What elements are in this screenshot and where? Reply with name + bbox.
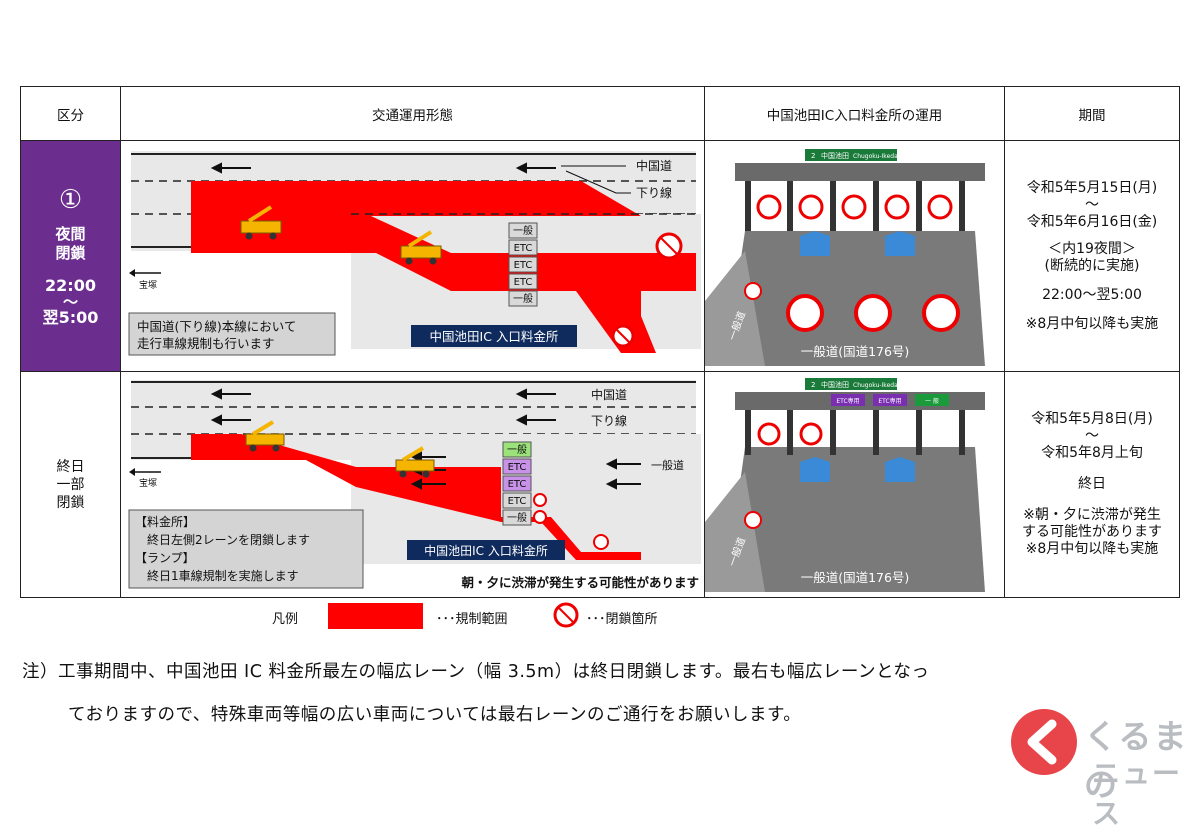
diagram-note-line1: 中国道(下り線)本線において xyxy=(137,319,296,334)
header-tollgate-operation: 中国池田IC入口料金所の運用 xyxy=(704,86,1005,141)
lane-label: ETC xyxy=(508,496,527,507)
general-road-label: 一般道 xyxy=(651,458,684,472)
box-line4: 終日1車線規制を実施します xyxy=(147,568,299,583)
tollgate-sign-number: 2 xyxy=(811,381,815,389)
category-line3: 閉鎖 xyxy=(56,494,85,511)
lane-label: 一般 xyxy=(513,224,533,237)
period-tilde: ～ xyxy=(1085,428,1099,444)
tollgate-label: 中国池田IC 入口料金所 xyxy=(424,543,548,558)
destination-label: 宝塚 xyxy=(139,279,157,291)
period-1: 令和5年5月15日(月) ～ 令和5年6月16日(金) ＜内19夜間＞ (断続的… xyxy=(1004,140,1180,372)
category-line2: 一部 xyxy=(56,476,85,493)
period-tilde: ～ xyxy=(1085,196,1099,213)
period-2: 令和5年5月8日(月) ～ 令和5年8月上旬 終日 ※朝・夕に渋滞が発生 する可… xyxy=(1004,371,1180,598)
direction-label: 下り線 xyxy=(636,185,672,200)
panel-label: ETC専用 xyxy=(878,397,901,405)
period-remark: ※8月中旬以降も実施 xyxy=(1025,315,1159,332)
traffic-diagram-2: 宝塚 中国道 下り線 一般道 一般 ETC xyxy=(120,371,705,598)
period-note: (断続的に実施) xyxy=(1044,257,1140,274)
crane-truck-icon xyxy=(395,446,435,478)
tollgate-sign: 中国池田 xyxy=(821,151,849,160)
diagram-note-line2: 走行車線規制も行います xyxy=(137,336,275,351)
legend-red-swatch xyxy=(328,603,423,629)
tollgate-svg-1: 2 中国池田 Chugoku-Ikeda 一般道 xyxy=(705,149,985,366)
period-start: 令和5年5月8日(月) xyxy=(1031,411,1153,427)
box-line2: 終日左側2レーンを閉鎖します xyxy=(147,532,310,547)
time-tilde: ～ xyxy=(62,293,78,311)
category-line1: 夜間 xyxy=(55,225,86,243)
footnote-line1: 注）工事期間中、中国池田 IC 料金所最左の幅広レーン（幅 3.5m）は終日閉鎖… xyxy=(22,662,930,682)
period-count: ＜内19夜間＞ xyxy=(1048,240,1136,257)
panel-label: ETC専用 xyxy=(836,397,859,405)
lane-label: ETC xyxy=(508,462,527,473)
lane-label: ETC xyxy=(514,260,533,271)
legend-range-label: ･･･規制範囲 xyxy=(436,612,508,627)
lane-label: ETC xyxy=(508,479,527,490)
lane-label: 一般 xyxy=(513,292,533,305)
direction-label: 下り線 xyxy=(591,413,627,428)
kuruma-logo-icon xyxy=(1010,708,1078,776)
header-period: 期間 xyxy=(1004,86,1180,141)
road-label: 中国道 xyxy=(636,158,672,173)
tollgate-sign: 中国池田 xyxy=(821,380,849,389)
traffic-diagram-1: 宝塚 中国道 下り線 xyxy=(120,140,705,372)
destination-label: 宝塚 xyxy=(139,477,157,489)
period-allday: 終日 xyxy=(1078,476,1106,492)
category-night-closure: ① 夜間 閉鎖 22:00 ～ 翌5:00 xyxy=(20,140,121,372)
legend-title: 凡例 xyxy=(272,612,299,627)
footnote-line2: ておりますので、特殊車両等幅の広い車両については最右レーンのご通行をお願いします… xyxy=(68,705,802,725)
lane-label: ETC xyxy=(514,243,533,254)
table-header-row: 区分 交通運用形態 中国池田IC入口料金所の運用 期間 xyxy=(20,86,1180,141)
box-line1: 【料金所】 xyxy=(135,514,195,529)
header-traffic-form: 交通運用形態 xyxy=(120,86,705,141)
period-end: 令和5年8月上旬 xyxy=(1041,445,1143,461)
crane-truck-icon xyxy=(245,420,285,452)
period-remark2: する可能性があります xyxy=(1022,524,1162,540)
tollgate-sign-en: Chugoku-Ikeda xyxy=(853,382,898,389)
tollgate-illustration-2: 2 中国池田 Chugoku-Ikeda ETC専用 ETC専用 一 般 xyxy=(704,371,1005,598)
category-line1: 終日 xyxy=(56,458,85,475)
tollgate-bottom-label: 一般道(国道176号) xyxy=(801,570,910,585)
logo-text-line2: ニュース xyxy=(1092,757,1183,830)
table-row-night-closure: ① 夜間 閉鎖 22:00 ～ 翌5:00 xyxy=(20,140,1180,372)
congestion-warning: 朝・夕に渋滞が発生する可能性があります xyxy=(461,575,699,590)
closed-sign-icon xyxy=(655,232,683,260)
legend-closed-label: ･･･閉鎖箇所 xyxy=(586,612,658,627)
lane-label: 一般 xyxy=(507,443,527,456)
closed-sign-icon xyxy=(553,602,579,628)
lane-label: ETC xyxy=(514,277,533,288)
schedule-table: 区分 交通運用形態 中国池田IC入口料金所の運用 期間 ① 夜間 閉鎖 22:0… xyxy=(20,86,1180,598)
logo-text-line1: くるまの xyxy=(1084,717,1189,804)
traffic-diagram-svg-2: 宝塚 中国道 下り線 一般道 一般 ETC xyxy=(128,380,701,590)
period-remark1: ※朝・夕に渋滞が発生 xyxy=(1023,507,1161,523)
period-end: 令和5年6月16日(金) xyxy=(1026,213,1158,230)
tollgate-sign-en: Chugoku-Ikeda xyxy=(853,153,898,160)
closed-sign-icon xyxy=(533,493,609,550)
tollgate-bottom-label: 一般道(国道176号) xyxy=(801,344,910,359)
traffic-diagram-svg-1: 宝塚 中国道 下り線 xyxy=(128,151,701,356)
header-category: 区分 xyxy=(20,86,121,141)
category-allday-partial: 終日 一部 閉鎖 xyxy=(20,371,121,598)
time-end: 翌5:00 xyxy=(42,308,99,327)
crane-truck-icon xyxy=(240,205,282,240)
crane-truck-icon xyxy=(400,230,442,265)
tollgate-label: 中国池田IC 入口料金所 xyxy=(430,329,559,344)
closed-sign-icon xyxy=(611,324,635,348)
time-start: 22:00 xyxy=(45,276,96,295)
tollgate-sign-number: 2 xyxy=(811,152,815,160)
tollgate-illustration-1: 2 中国池田 Chugoku-Ikeda 一般道 xyxy=(704,140,1005,372)
panel-label: 一 般 xyxy=(925,397,939,405)
road-label: 中国道 xyxy=(591,387,627,402)
period-time: 22:00～翌5:00 xyxy=(1042,286,1142,303)
lane-label: 一般 xyxy=(507,511,527,524)
period-start: 令和5年5月15日(月) xyxy=(1026,179,1158,196)
tollgate-svg-2: 2 中国池田 Chugoku-Ikeda ETC専用 ETC専用 一 般 xyxy=(705,378,985,592)
circled-number: ① xyxy=(58,185,83,215)
period-remark3: ※8月中旬以降も実施 xyxy=(1025,541,1159,557)
table-row-allday-partial-closure: 終日 一部 閉鎖 xyxy=(20,371,1180,598)
category-line2: 閉鎖 xyxy=(55,244,86,262)
box-line3: 【ランプ】 xyxy=(135,551,195,565)
